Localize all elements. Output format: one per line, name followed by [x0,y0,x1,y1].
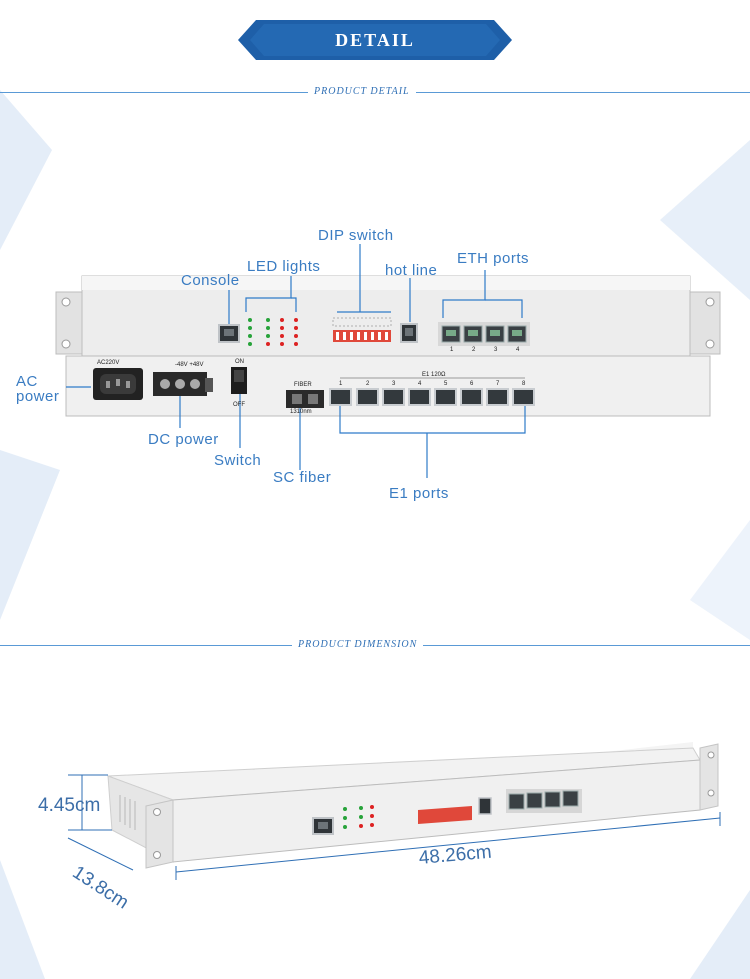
ac-socket-icon [93,368,143,400]
detail-banner [238,20,512,60]
label-ac-power-line2: power [16,388,60,405]
e1-header-label: E1 120Ω [422,372,446,378]
e1-number: 8 [522,381,526,387]
dc-terminal-icon [153,372,213,396]
label-dip-switch: DIP switch [318,227,394,244]
label-sc-fiber: SC fiber [273,469,332,486]
dip-switch-icon [332,317,392,342]
banner-title: DETAIL [335,30,415,50]
label-ac-power-line1: AC [16,373,38,390]
label-console: Console [181,272,240,289]
eth-ports-icon [438,322,530,346]
e1-number: 6 [470,381,474,387]
callout-lines [66,244,526,478]
eth-number: 2 [472,347,476,353]
dimension-height: 4.45cm [38,795,101,816]
dc-voltage-label: -48V +48V [175,362,204,368]
e1-number: 3 [392,381,396,387]
eth-number: 3 [494,347,498,353]
e1-number: 2 [366,381,370,387]
e1-number: 1 [339,381,343,387]
e1-number: 4 [418,381,422,387]
label-led-lights: LED lights [247,258,321,275]
eth-number: 4 [516,347,520,353]
label-eth-ports: ETH ports [457,250,530,267]
e1-number: 7 [496,381,500,387]
label-e1-ports: E1 ports [389,485,449,502]
wavelength-label: 1310nm [290,409,312,415]
power-switch-icon [231,367,247,394]
eth-number: 1 [450,347,454,353]
led-cluster-icon [248,318,298,346]
sc-fiber-icon [286,390,324,408]
label-switch: Switch [214,452,262,469]
label-dc-power: DC power [148,431,219,448]
fiber-label: FIBER [294,382,312,388]
section-title-dimension: PRODUCT DIMENSION [292,638,424,652]
dimension-lines [67,774,721,880]
section-title-detail: PRODUCT DETAIL [308,85,416,99]
e1-number: 5 [444,381,448,387]
switch-on-label: ON [235,359,244,365]
ac-label: AC220V [97,360,120,366]
switch-off-label: OFF [233,402,245,408]
e1-ports-icon [329,377,535,406]
label-hot-line: hot line [385,262,438,279]
